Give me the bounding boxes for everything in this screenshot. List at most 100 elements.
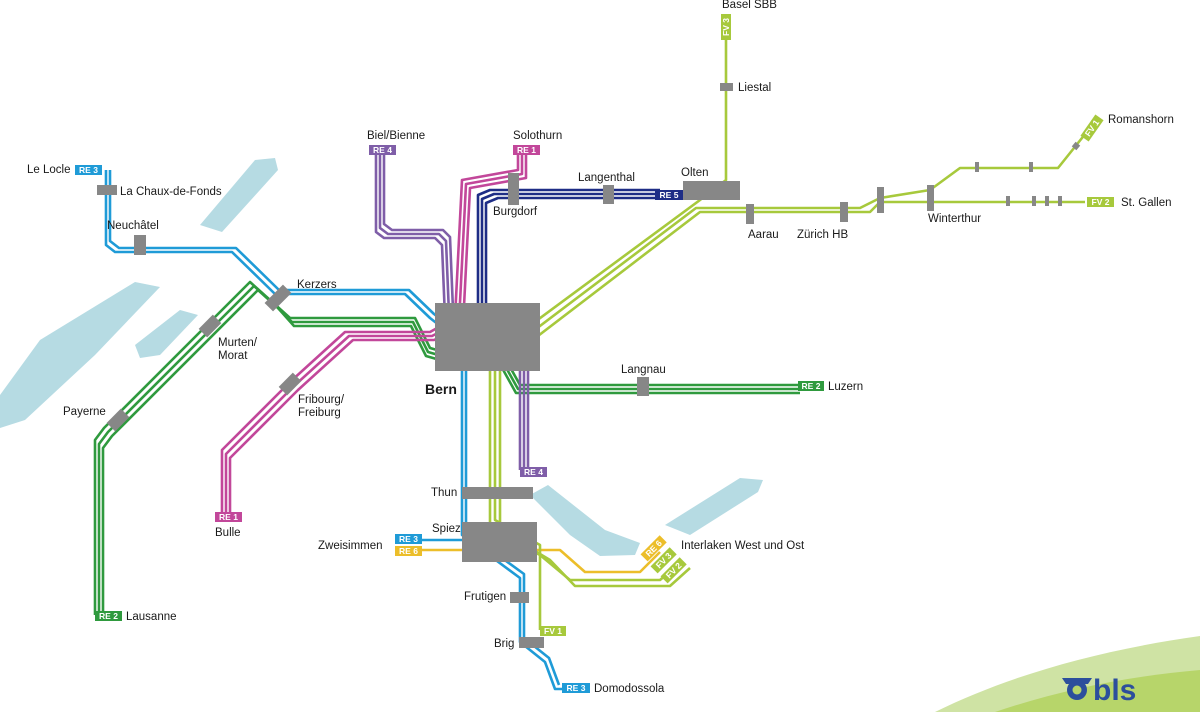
node-thun[interactable]	[462, 487, 533, 499]
node-brig[interactable]	[519, 637, 544, 648]
svg-text:RE 3: RE 3	[399, 534, 418, 544]
label-bulle[interactable]: Bulle	[215, 527, 241, 539]
label-spiez[interactable]: Spiez	[432, 523, 461, 535]
tag-re3-lelocle[interactable]: RE 3	[75, 165, 102, 175]
tag-re6-zweisimmen[interactable]: RE 6	[395, 546, 422, 556]
label-murten-2[interactable]: Morat	[218, 350, 248, 362]
svg-text:RE 1: RE 1	[219, 512, 238, 522]
label-fribourg-2[interactable]: Freiburg	[298, 407, 341, 419]
tag-fv2-stgallen[interactable]: FV 2	[1087, 197, 1114, 207]
label-solothurn[interactable]: Solothurn	[513, 130, 562, 142]
lakes	[0, 158, 763, 556]
label-stgallen[interactable]: St. Gallen	[1121, 197, 1172, 209]
station-nodes	[97, 83, 1081, 648]
tag-re1-bulle[interactable]: RE 1	[215, 512, 242, 522]
label-domodossola[interactable]: Domodossola	[594, 683, 665, 695]
line-re1-b	[224, 155, 524, 518]
tag-re4-thun[interactable]: RE 4	[520, 467, 547, 477]
label-romanshorn[interactable]: Romanshorn	[1108, 114, 1174, 126]
tag-fv3-basel[interactable]: FV 3	[721, 14, 731, 40]
label-frutigen[interactable]: Frutigen	[464, 591, 506, 603]
line-re5-c	[484, 196, 660, 308]
svg-text:FV 1: FV 1	[544, 626, 562, 636]
label-langnau[interactable]: Langnau	[621, 364, 666, 376]
lake-murten	[135, 310, 198, 358]
lake-neuchatel-south	[0, 282, 160, 428]
label-olten[interactable]: Olten	[681, 167, 709, 179]
node-bern[interactable]	[435, 303, 540, 371]
tag-re2-luzern[interactable]: RE 2	[798, 381, 824, 391]
svg-text:RE 3: RE 3	[567, 683, 586, 693]
node-burgdorf[interactable]	[508, 173, 519, 205]
tag-re4-biel[interactable]: RE 4	[369, 145, 396, 155]
node-liestal[interactable]	[720, 83, 733, 91]
node-neuchatel[interactable]	[134, 235, 146, 255]
tag-fv1-brig[interactable]: FV 1	[540, 626, 566, 636]
bls-logo: bls	[1062, 674, 1136, 707]
tag-re2-lausanne[interactable]: RE 2	[95, 611, 122, 621]
label-luzern[interactable]: Luzern	[828, 381, 863, 393]
label-biel[interactable]: Biel/Bienne	[367, 130, 425, 142]
tag-re3-domodossola[interactable]: RE 3	[562, 683, 590, 693]
node-chauxdefonds[interactable]	[97, 185, 117, 195]
node-zurich[interactable]	[840, 202, 848, 222]
node-aarau[interactable]	[746, 204, 754, 224]
tag-re1-solothurn[interactable]: RE 1	[513, 145, 540, 155]
svg-text:RE 4: RE 4	[373, 145, 392, 155]
node-langnau[interactable]	[637, 377, 649, 396]
label-aarau[interactable]: Aarau	[748, 229, 779, 241]
label-interlaken[interactable]: Interlaken West und Ost	[681, 540, 805, 552]
node-olten[interactable]	[683, 181, 740, 200]
tag-fv1-romanshorn[interactable]: FV 1	[1080, 114, 1104, 142]
label-lelocle[interactable]: Le Locle	[27, 164, 70, 176]
bls-winged-wheel-icon	[1062, 678, 1092, 700]
label-winterthur[interactable]: Winterthur	[928, 213, 981, 225]
svg-text:FV 3: FV 3	[721, 18, 731, 36]
label-liestal[interactable]: Liestal	[738, 82, 771, 94]
label-fribourg-1[interactable]: Fribourg/	[298, 394, 345, 406]
label-bern[interactable]: Bern	[425, 381, 457, 397]
svg-text:RE 2: RE 2	[99, 611, 118, 621]
label-zurich[interactable]: Zürich HB	[797, 229, 848, 241]
svg-text:RE 5: RE 5	[660, 190, 679, 200]
label-chauxdefonds[interactable]: La Chaux-de-Fonds	[120, 186, 222, 198]
node-tick-4	[1032, 196, 1036, 206]
node-murten[interactable]	[198, 314, 222, 338]
lake-neuchatel	[200, 158, 278, 232]
node-frutigen[interactable]	[510, 592, 529, 603]
node-fribourg[interactable]	[278, 372, 302, 396]
tag-re5-olten[interactable]: RE 5	[655, 190, 683, 200]
line-re3-b	[108, 170, 561, 686]
node-kerzers[interactable]	[264, 284, 292, 312]
node-winterthur-a[interactable]	[877, 187, 884, 213]
label-payerne[interactable]: Payerne	[63, 406, 106, 418]
lake-thun	[530, 485, 640, 556]
bls-logo-text: bls	[1093, 674, 1136, 707]
node-tick-7	[1071, 141, 1081, 151]
label-neuchatel[interactable]: Neuchâtel	[107, 220, 159, 232]
svg-text:FV 2: FV 2	[1092, 197, 1110, 207]
swoosh-mid	[995, 670, 1200, 712]
svg-text:RE 4: RE 4	[524, 467, 543, 477]
node-spiez[interactable]	[462, 522, 537, 562]
line-re1-c	[228, 155, 528, 518]
node-tick-3	[1006, 196, 1010, 206]
label-lausanne[interactable]: Lausanne	[126, 611, 177, 623]
line-re5	[476, 188, 660, 308]
label-zweisimmen[interactable]: Zweisimmen	[318, 540, 383, 552]
node-payerne[interactable]	[106, 408, 130, 432]
label-thun[interactable]: Thun	[431, 487, 457, 499]
label-murten-1[interactable]: Murten/	[218, 337, 258, 349]
tag-re3-zweisimmen[interactable]: RE 3	[395, 534, 422, 544]
node-tick-6	[1058, 196, 1062, 206]
line-re5-b	[480, 192, 660, 308]
label-basel[interactable]: Basel SBB	[722, 0, 777, 11]
node-langenthal[interactable]	[603, 185, 614, 204]
line-re1	[220, 155, 520, 518]
node-winterthur-b[interactable]	[927, 185, 934, 211]
label-burgdorf[interactable]: Burgdorf	[493, 206, 538, 218]
label-brig[interactable]: Brig	[494, 638, 514, 650]
label-langenthal[interactable]: Langenthal	[578, 172, 635, 184]
label-kerzers[interactable]: Kerzers	[297, 279, 337, 291]
